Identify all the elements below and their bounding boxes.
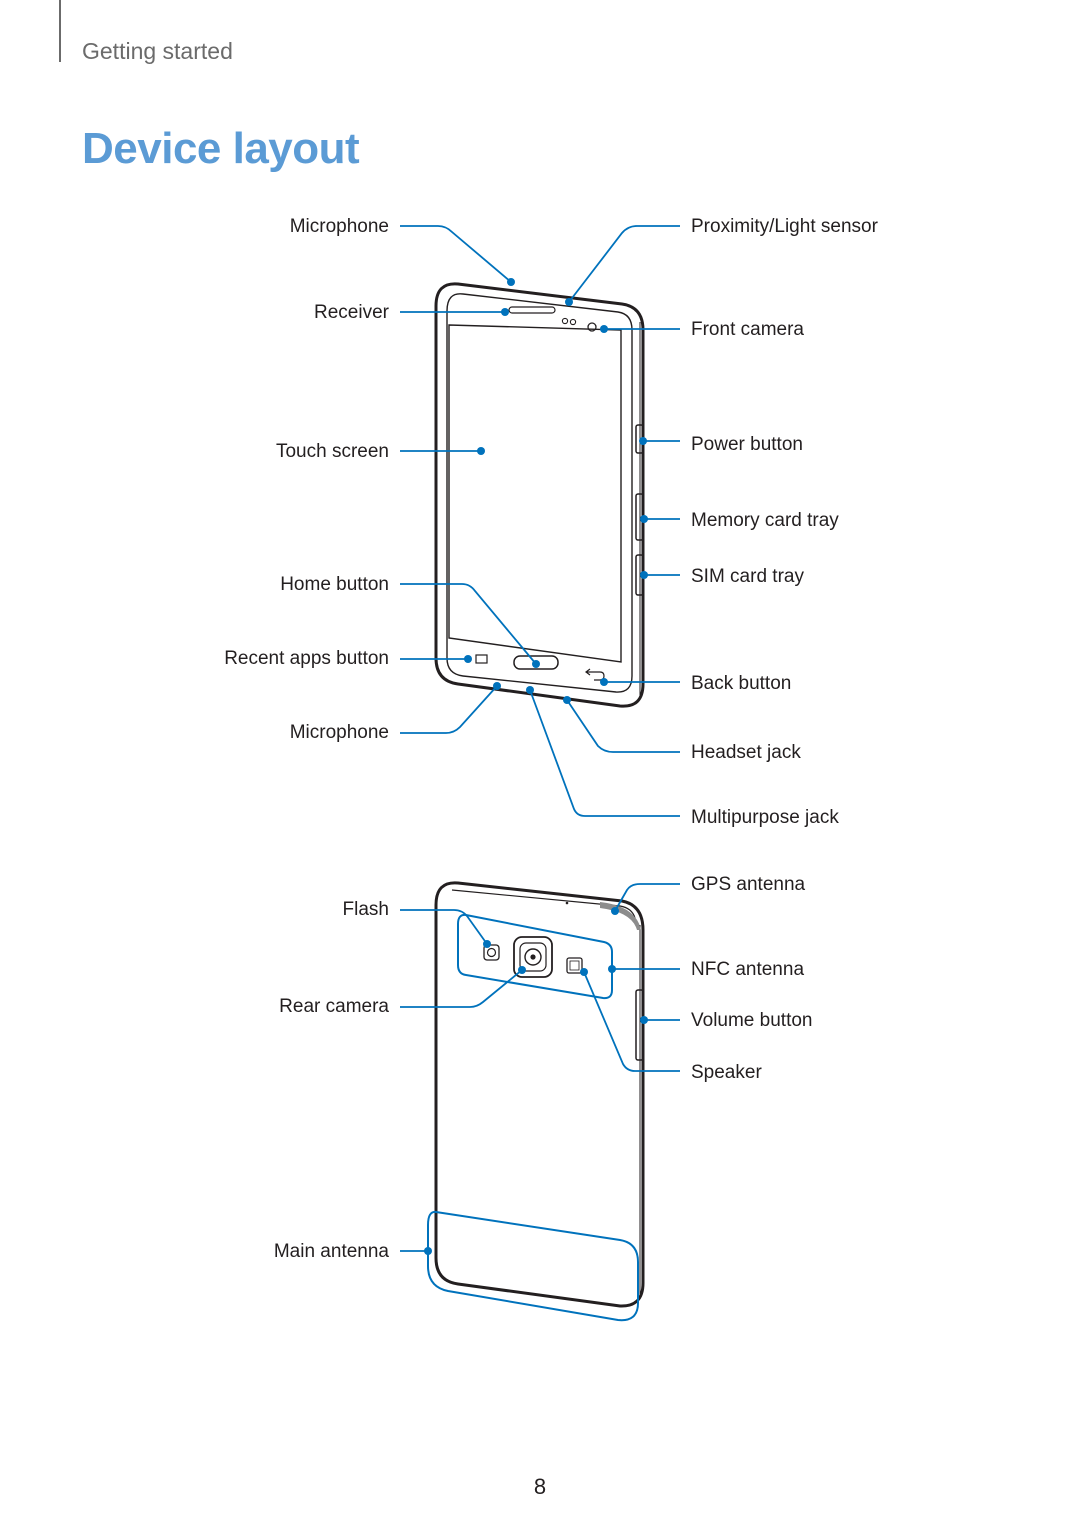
callout-lines [400, 225, 680, 1252]
callout-dots [424, 278, 648, 1255]
phone-back [434, 881, 645, 1308]
phone-front [434, 280, 645, 708]
page-number: 8 [533, 1474, 547, 1499]
label-rear-camera: Rear camera [279, 996, 389, 1017]
main-antenna-outline [427, 1210, 639, 1322]
label-receiver: Receiver [314, 302, 390, 323]
label-nfc-antenna: NFC antenna [691, 959, 804, 980]
section-header: Getting started [82, 38, 233, 64]
label-multipurpose-jack: Multipurpose jack [691, 807, 839, 828]
label-sim-card-tray: SIM card tray [691, 566, 804, 587]
label-microphone-top: Microphone [290, 216, 389, 237]
label-home-button: Home button [280, 574, 389, 595]
label-main-antenna: Main antenna [274, 1241, 390, 1262]
label-headset-jack: Headset jack [691, 742, 801, 763]
label-flash: Flash [343, 899, 389, 920]
section-rule [59, 0, 61, 62]
nfc-antenna-outline [457, 913, 613, 1000]
label-gps-antenna: GPS antenna [691, 874, 806, 895]
label-microphone-bottom: Microphone [290, 722, 389, 743]
page-title: Device layout [82, 124, 360, 173]
label-touch-screen: Touch screen [276, 441, 389, 462]
label-back-button: Back button [691, 673, 791, 694]
label-speaker: Speaker [691, 1062, 762, 1083]
label-power-button: Power button [691, 434, 803, 455]
label-memory-card-tray: Memory card tray [691, 510, 839, 531]
label-front-camera: Front camera [691, 319, 804, 340]
label-recent-apps-button: Recent apps button [224, 648, 389, 669]
label-volume-button: Volume button [691, 1010, 812, 1031]
label-proximity-light-sensor: Proximity/Light sensor [691, 216, 879, 237]
